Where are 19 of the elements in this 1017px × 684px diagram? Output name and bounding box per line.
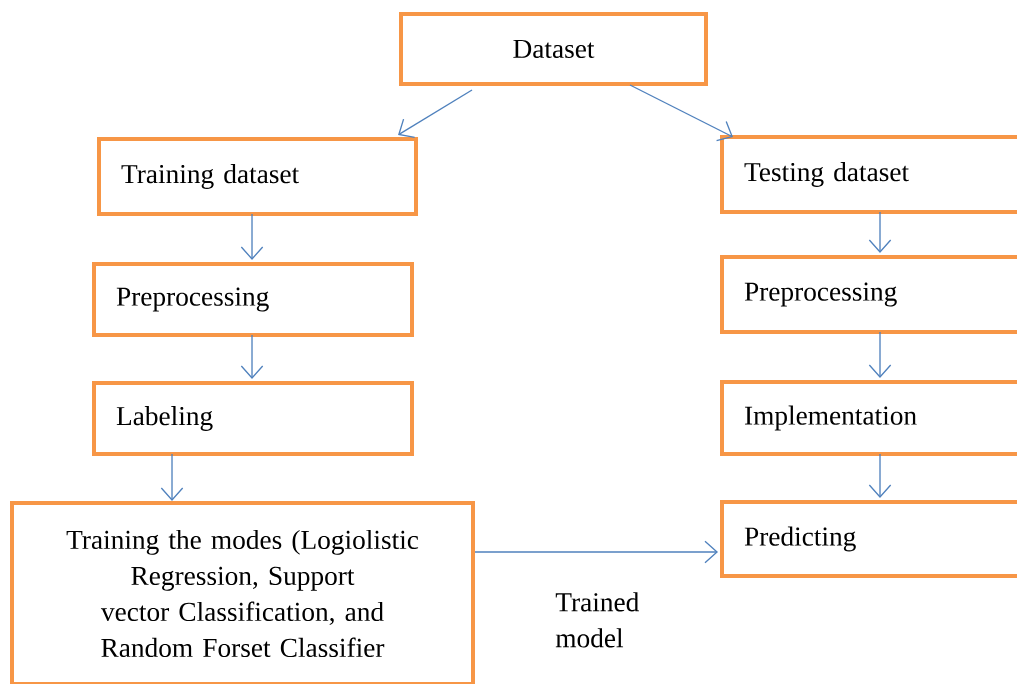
arrow: [240, 334, 264, 379]
arrow: [240, 213, 264, 260]
process-box: Predicting: [720, 500, 1017, 578]
edge-label: Trained model: [555, 592, 639, 648]
arrow: [868, 331, 892, 378]
process-box: Training dataset: [97, 137, 418, 216]
process-box: Preprocessing: [92, 262, 414, 337]
process-box: Preprocessing: [720, 255, 1017, 334]
process-box: Labeling: [92, 381, 414, 456]
process-box: Testing dataset: [720, 135, 1017, 214]
arrow: [160, 453, 184, 501]
process-box: Training the modes (Logiolistic Regression, Support vector Classification, and Random Forset Classifier: [10, 501, 475, 684]
arrow: [868, 453, 892, 498]
arrow: [474, 540, 718, 564]
process-box: Dataset: [399, 12, 708, 86]
arrow: [629, 84, 733, 142]
process-box: Implementation: [720, 380, 1017, 456]
arrow: [398, 89, 473, 138]
arrow: [868, 211, 892, 253]
